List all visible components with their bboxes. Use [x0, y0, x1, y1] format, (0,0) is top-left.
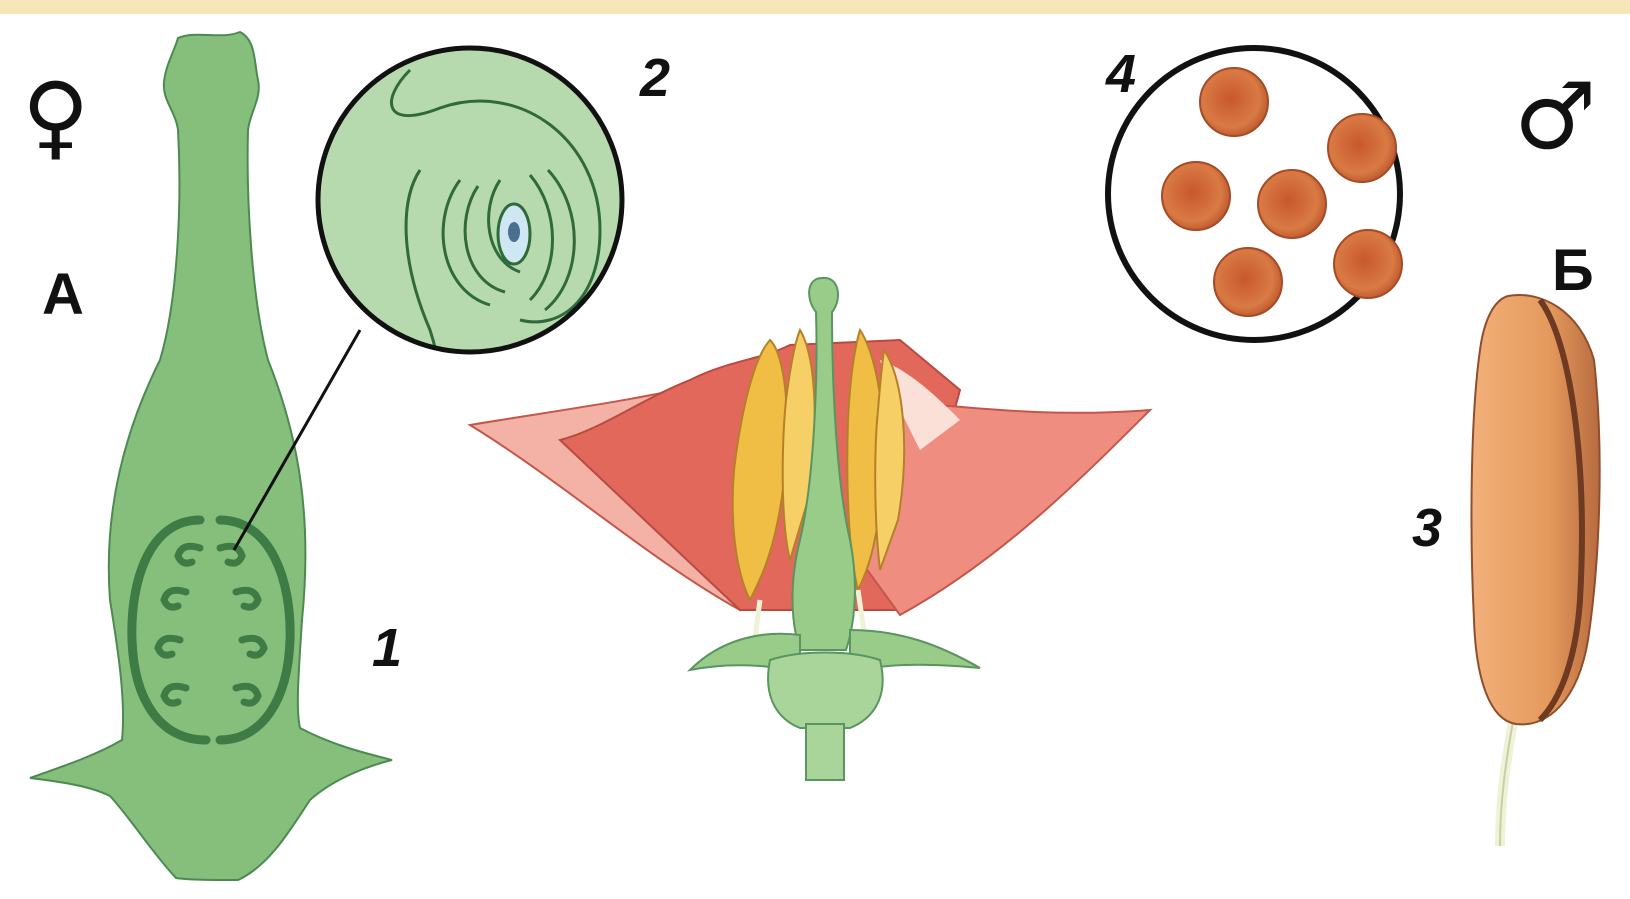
label-letter-a: А [42, 262, 84, 327]
label-number-4: 4 [1105, 44, 1136, 104]
label-letter-b: Б [1552, 238, 1594, 303]
label-number-3: 3 [1412, 498, 1442, 558]
pollen-zoom-circle [1108, 48, 1402, 340]
receptacle [768, 653, 883, 729]
flower [470, 278, 1150, 780]
filament [1500, 716, 1514, 846]
label-number-1: 1 [372, 618, 402, 678]
label-number-2: 2 [639, 48, 670, 108]
flower-stem [806, 724, 844, 780]
male-symbol-icon: ♂ [1514, 63, 1596, 170]
top-band [0, 0, 1630, 14]
female-symbol-icon: ♀ [22, 63, 89, 170]
ovule-zoom-circle [318, 48, 622, 400]
anther [1472, 295, 1600, 846]
